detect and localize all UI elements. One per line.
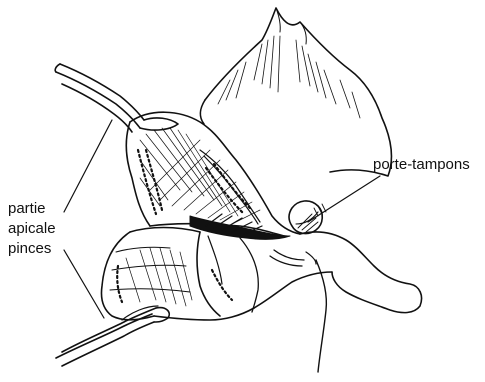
upper-organ-hatching — [218, 36, 360, 118]
label-porte-tampons: porte-tampons — [373, 156, 470, 174]
label-partie: partie — [8, 200, 46, 218]
leader-line-porte-tampons — [308, 176, 380, 222]
lower-lobe-hatching — [126, 248, 192, 306]
forceps — [55, 64, 178, 366]
leader-lines-partie-apicale — [64, 120, 112, 318]
label-apicale: apicale — [8, 220, 56, 238]
label-pinces: pinces — [8, 240, 51, 258]
flap-cross-hatching — [140, 128, 260, 224]
lower-right-tissue — [208, 232, 422, 313]
lower-lobe — [101, 228, 254, 321]
swab-holder — [289, 201, 326, 372]
